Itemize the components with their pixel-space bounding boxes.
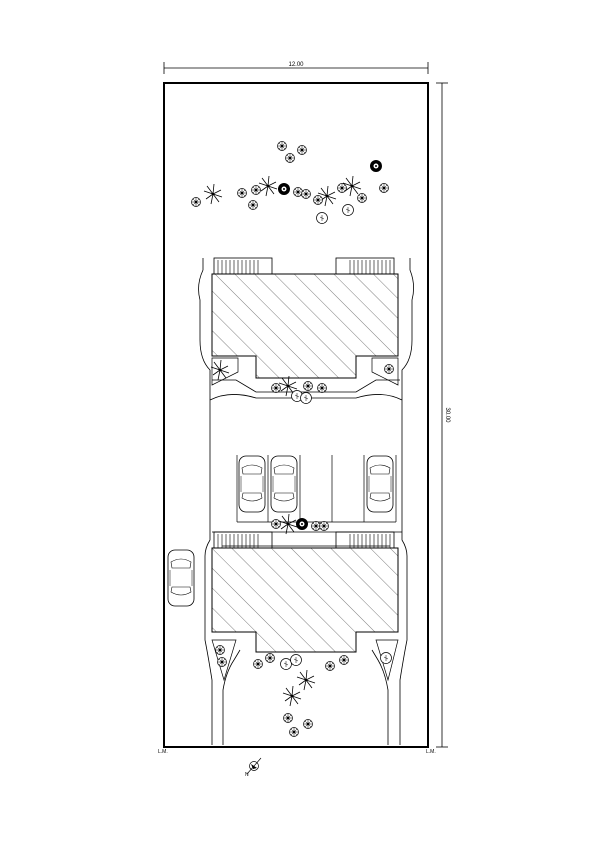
upper-building [211,273,399,379]
landscape-top [191,141,389,224]
landscape-bottom [215,645,392,737]
north-arrow-icon: N [245,757,262,778]
width-dimension: 12.00 [163,62,429,74]
boundary-mark-left: L.M. [158,749,168,755]
north-label: N [245,772,249,778]
stairs [217,260,391,548]
depth-dimension: 30.00 [436,82,450,748]
width-dimension-label: 12.00 [288,62,304,68]
car [270,455,298,513]
depth-dimension-label: 30.00 [444,407,450,423]
boundary-mark-right: L.M. [426,749,436,755]
property-boundary [163,82,429,748]
car [366,455,394,513]
lower-building [211,547,399,653]
car [167,549,195,607]
car [238,455,266,513]
